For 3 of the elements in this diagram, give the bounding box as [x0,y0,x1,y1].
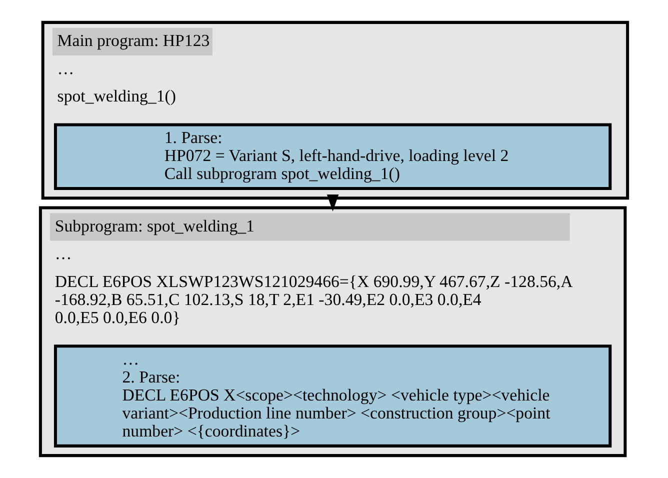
node-box: … 2. Parse: DECL E6POS X<scope><technology> <vehicle type><vehicle variant><Production line number> <construction group><point number> <{coordinates}> [54,344,612,448]
node-box: 1. Parse: HP072 = Variant S, left-hand-drive, loading level 2 Call subprogram spot_welding_1() [54,123,612,190]
arrow [326,194,339,212]
